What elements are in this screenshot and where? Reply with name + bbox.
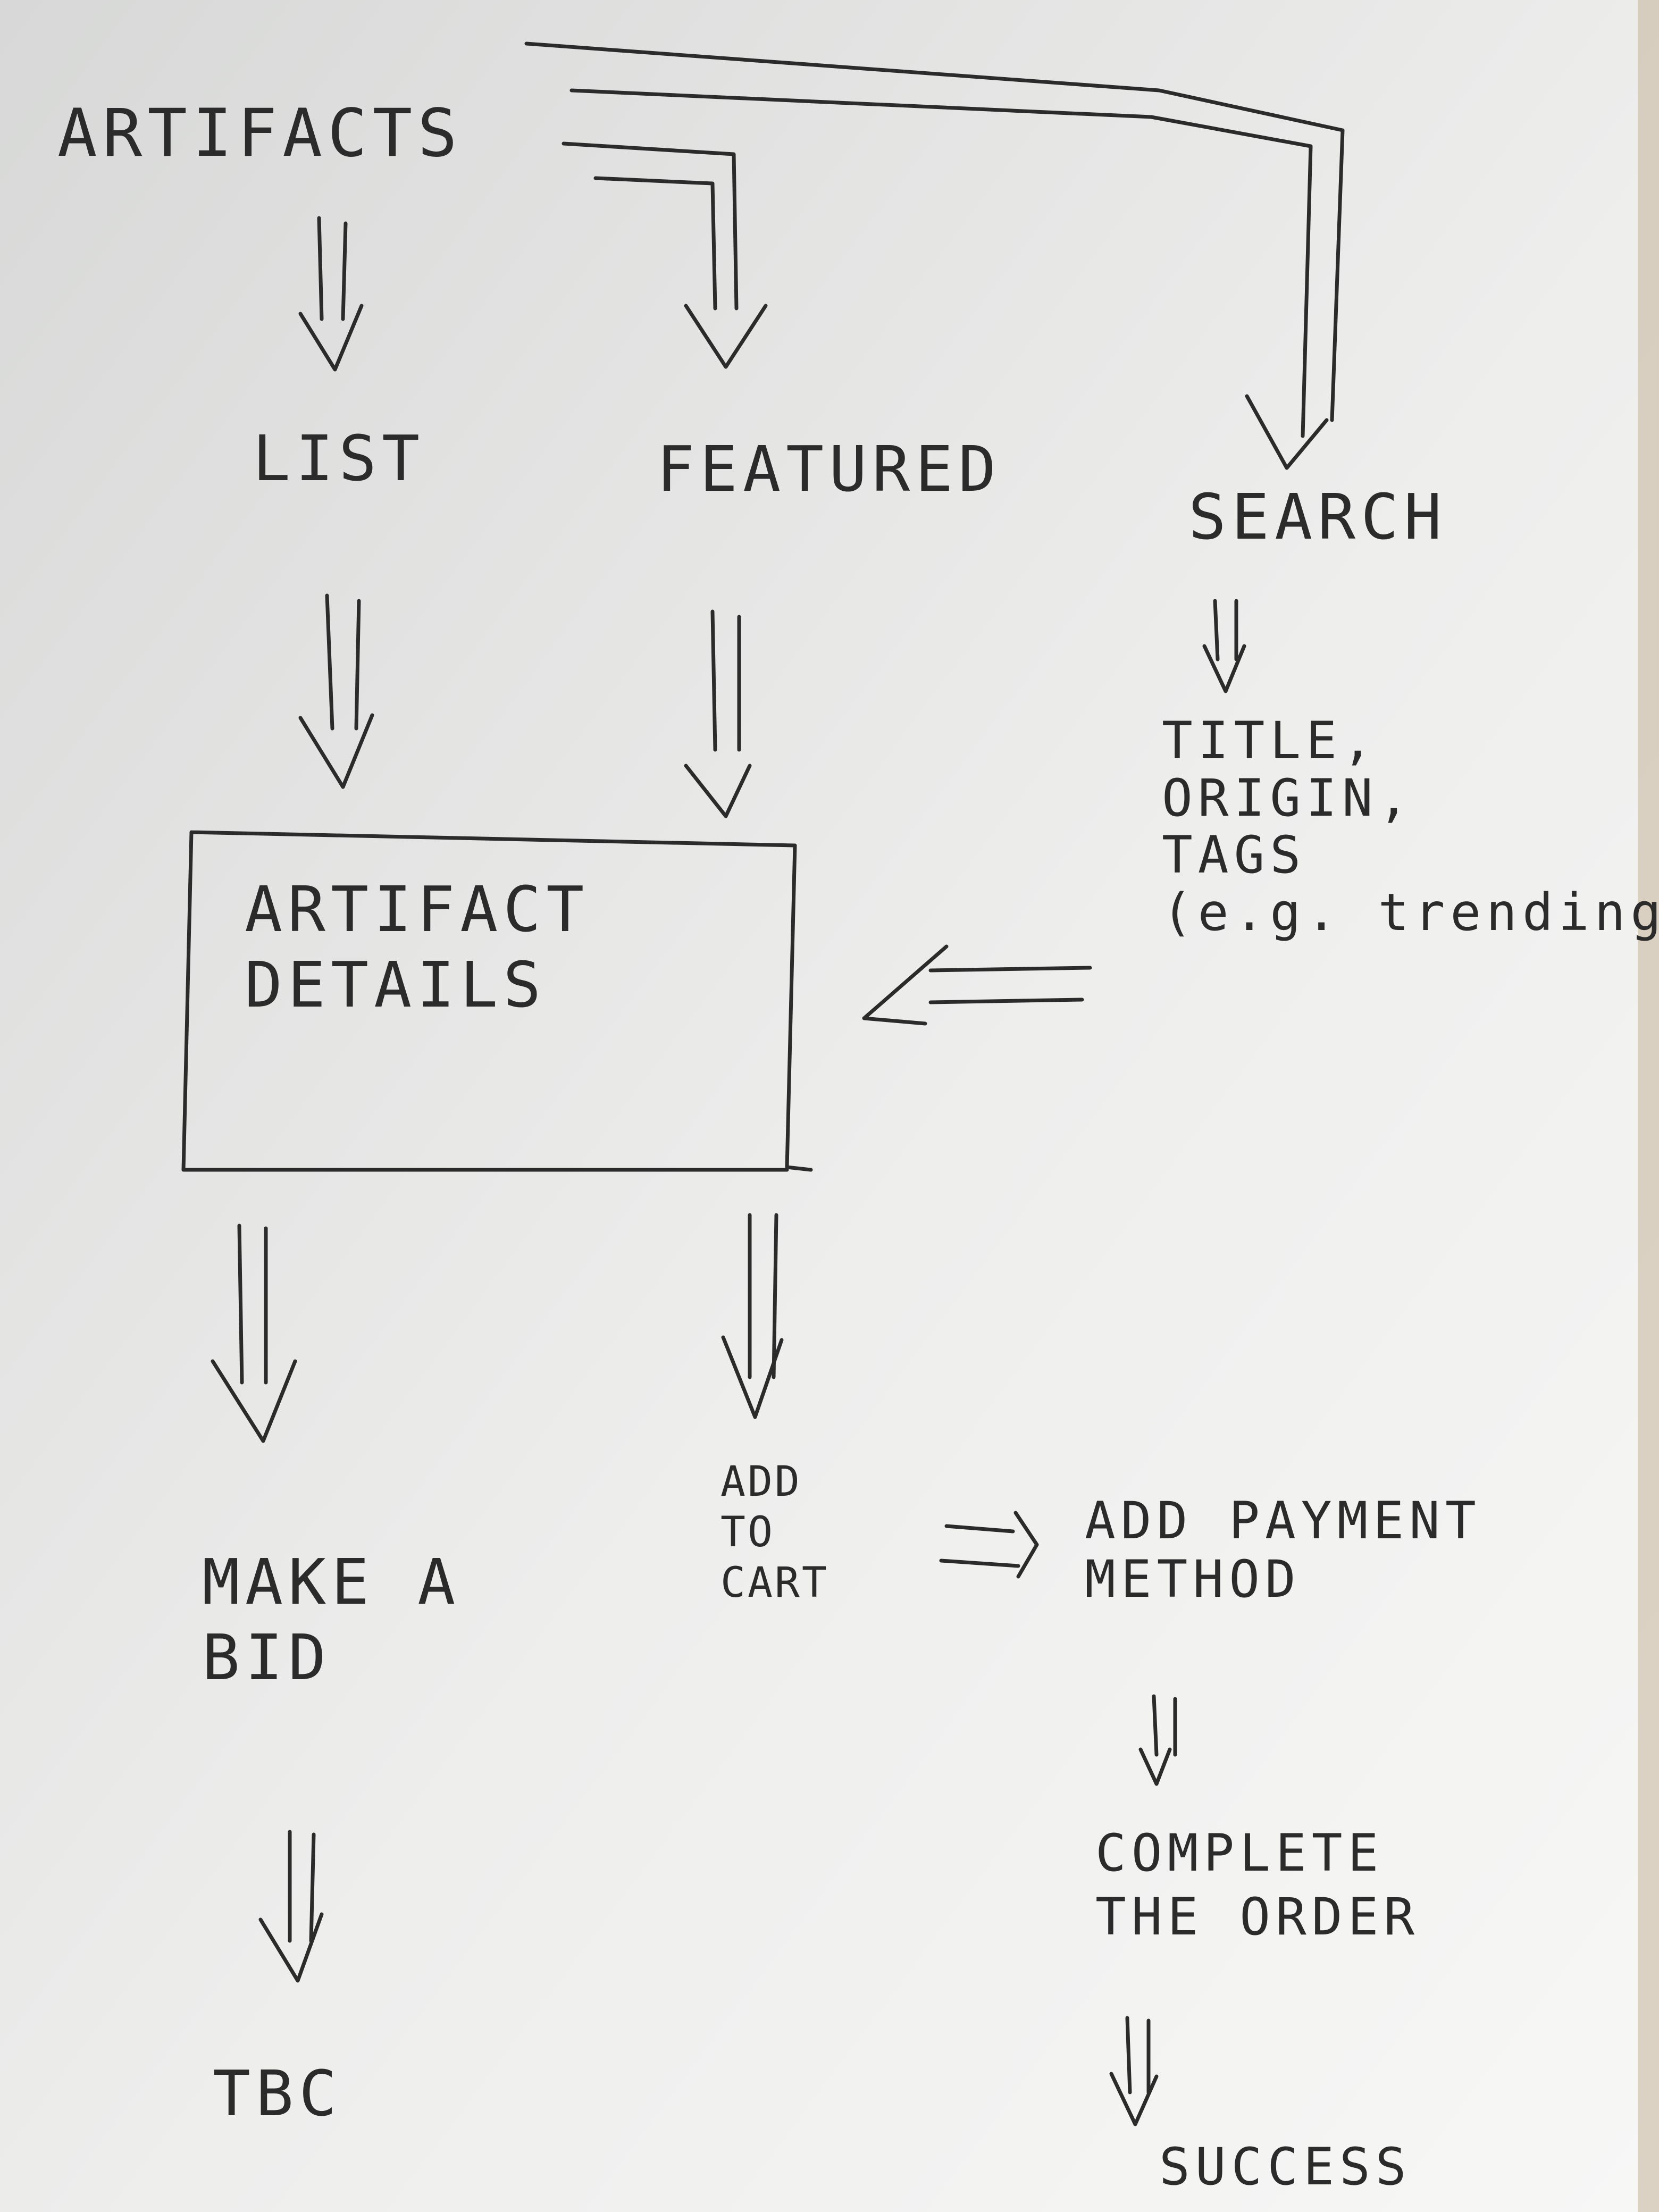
arrow-filters-to-details (862, 944, 1092, 1026)
arrow-artifacts-to-featured (562, 141, 768, 369)
node-artifact-details: ARTIFACT DETAILS (245, 873, 590, 1021)
arrow-details-to-cart (721, 1213, 784, 1419)
arrow-details-to-bid (211, 1224, 297, 1443)
arrow-list-to-details (298, 593, 374, 789)
right-edge-shadow (1638, 0, 1659, 2212)
node-success: SUCCESS (1159, 2137, 1412, 2197)
arrow-payment-to-complete (1138, 1694, 1177, 1786)
node-artifacts: ARTIFACTS (57, 95, 463, 172)
node-list: LIST (253, 422, 425, 495)
node-complete-the-order: COMPLETE THE ORDER (1095, 1823, 1420, 1947)
node-search: SEARCH (1188, 480, 1447, 554)
node-tbc: TBC (213, 2057, 342, 2130)
arrow-artifacts-to-search (524, 41, 1345, 470)
node-featured: FEATURED (657, 432, 1002, 506)
arrow-cart-to-payment (939, 1511, 1039, 1579)
arrow-complete-to-success (1109, 2016, 1159, 2126)
node-add-payment-method: ADD PAYMENT METHOD (1085, 1491, 1481, 1610)
node-search-filters: TITLE, ORIGIN, TAGS (e.g. trending) (1162, 711, 1659, 942)
node-add-to-cart: ADD TO CART (720, 1458, 829, 1607)
arrow-bid-to-tbc (258, 1830, 324, 1983)
arrow-search-to-filters (1202, 599, 1246, 693)
artifact-details-box (181, 830, 813, 1172)
node-make-a-bid: MAKE A BID (202, 1545, 461, 1694)
arrow-featured-to-details (684, 609, 752, 818)
arrow-artifacts-to-list (298, 216, 364, 372)
